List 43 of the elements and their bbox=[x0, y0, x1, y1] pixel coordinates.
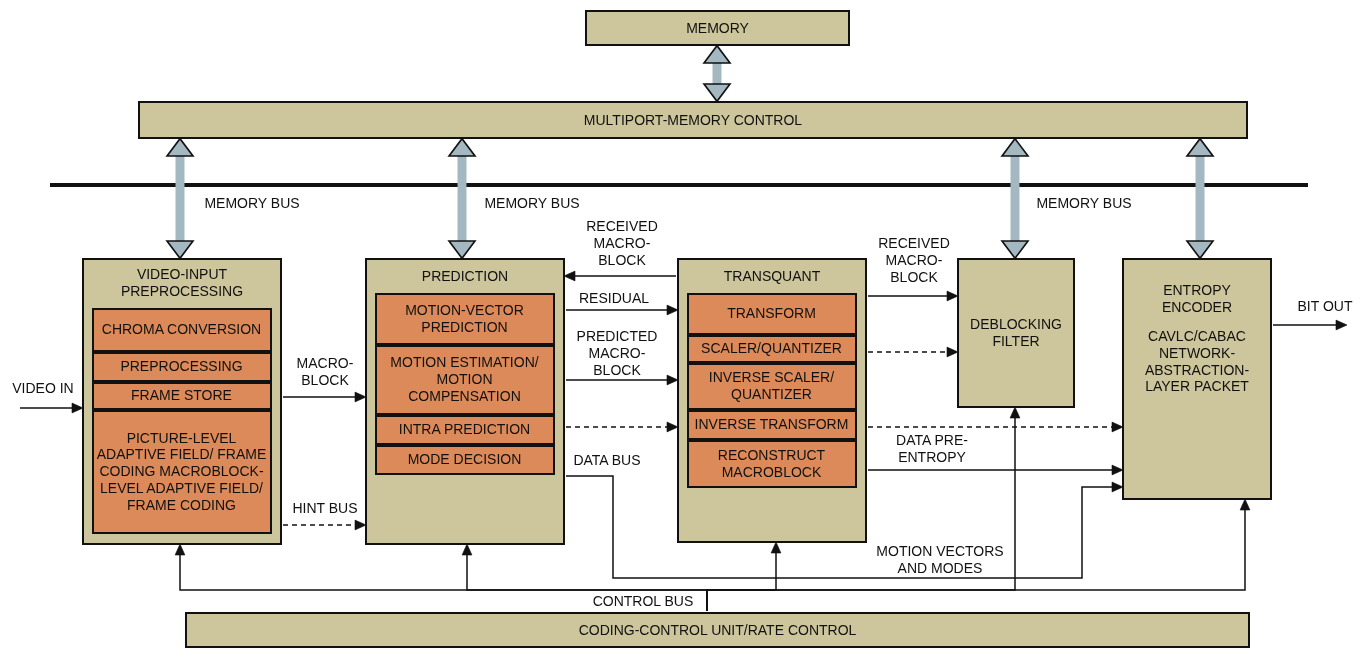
arrow bbox=[19, 402, 84, 414]
block-text: CAVLC/CABAC NETWORK-ABSTRACTION-LAYER PACKET bbox=[1143, 328, 1251, 396]
sub-block: MODE DECISION bbox=[374, 444, 555, 475]
block-title: VIDEO-INPUT PREPROCESSING bbox=[119, 266, 245, 300]
sub-block: PICTURE-LEVEL ADAPTIVE FIELD/ FRAME CODING MACROBLOCK-LEVEL ADAPTIVE FIELD/ FRAME CODING bbox=[91, 409, 272, 534]
arrow bbox=[867, 421, 1124, 433]
arrow bbox=[1272, 319, 1348, 331]
block-title: ENTROPY ENCODER bbox=[1161, 282, 1233, 316]
block-frame bbox=[1122, 258, 1272, 500]
sub-block: PREPROCESSING bbox=[91, 351, 272, 382]
block: MEMORY bbox=[585, 10, 850, 46]
bus-arrow bbox=[448, 137, 476, 260]
block: CODING-CONTROL UNIT/RATE CONTROL bbox=[185, 612, 1250, 648]
arrow bbox=[565, 475, 1124, 579]
bus-arrow bbox=[1001, 137, 1029, 260]
block-frame bbox=[82, 258, 282, 545]
arrow bbox=[282, 391, 367, 403]
sub-block: MOTION-VECTOR PREDICTION bbox=[374, 292, 555, 345]
arrow bbox=[867, 464, 1124, 476]
sub-block: CHROMA CONVERSION bbox=[91, 307, 272, 352]
arrow bbox=[867, 346, 959, 358]
arrow bbox=[565, 304, 679, 316]
sub-block: INVERSE SCALER/ QUANTIZER bbox=[686, 362, 857, 410]
sub-block: FRAME STORE bbox=[91, 381, 272, 410]
block-title: TRANSQUANT bbox=[722, 268, 822, 285]
bus-arrow bbox=[703, 44, 731, 103]
arrow bbox=[565, 421, 679, 433]
arrow bbox=[565, 374, 679, 386]
bus-arrow bbox=[1186, 137, 1214, 260]
block-frame bbox=[677, 258, 867, 543]
sub-block: INVERSE TRANSFORM bbox=[686, 409, 857, 440]
block: MULTIPORT-MEMORY CONTROL bbox=[138, 101, 1248, 139]
arrow bbox=[867, 290, 959, 302]
block: DEBLOCKING FILTER bbox=[957, 258, 1075, 408]
block-title: PREDICTION bbox=[420, 268, 510, 285]
sub-block: INTRA PREDICTION bbox=[374, 414, 555, 445]
sub-block: TRANSFORM bbox=[686, 292, 857, 335]
sub-block: RECONSTRUCT MACROBLOCK bbox=[686, 439, 857, 488]
block-frame bbox=[365, 258, 565, 545]
sub-block: MOTION ESTIMATION/ MOTION COMPENSATION bbox=[374, 344, 555, 415]
bus-arrow bbox=[166, 137, 194, 260]
sub-block: SCALER/QUANTIZER bbox=[686, 334, 857, 363]
arrow bbox=[282, 519, 367, 531]
